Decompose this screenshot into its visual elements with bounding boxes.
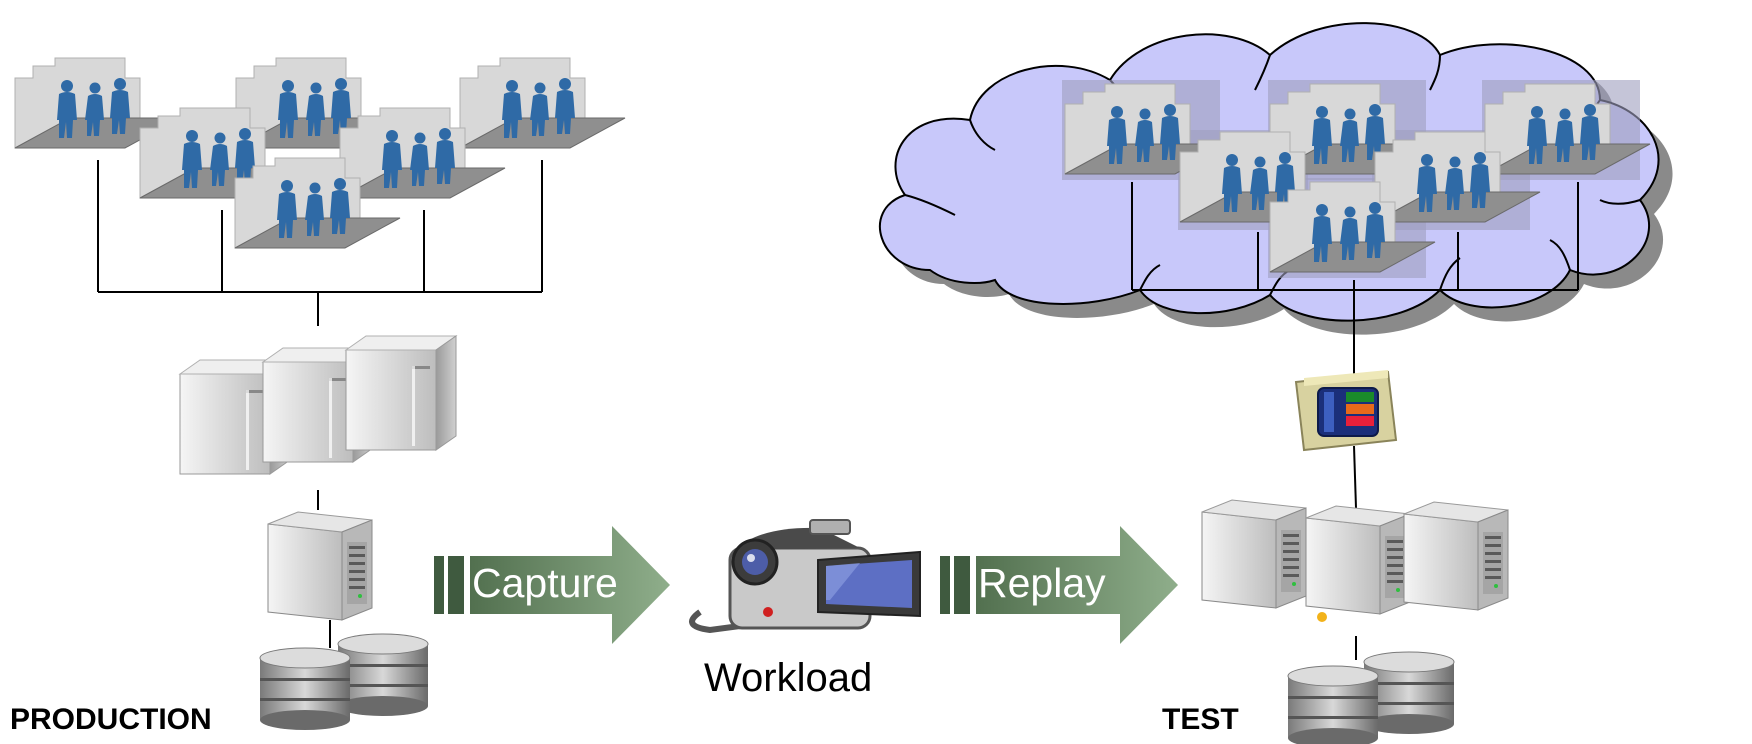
people-in-room-icon (459, 57, 626, 149)
database-cylinder-icon (1287, 665, 1379, 744)
test-databases (1287, 651, 1455, 744)
test-user-groups (1062, 80, 1651, 278)
status-dot (1317, 612, 1327, 622)
test-label: TEST (1162, 703, 1239, 736)
capture-arrow (434, 526, 670, 644)
database-cylinder-icon (259, 647, 351, 731)
replay-arrow (940, 526, 1178, 644)
blade-server-icon (1403, 501, 1509, 611)
production-db-server-icon (267, 511, 373, 621)
production-databases (259, 633, 429, 731)
production-app-servers (179, 335, 457, 475)
blade-server-icon (1305, 505, 1411, 615)
workload-label: Workload (704, 656, 873, 700)
blade-server-icon (1201, 499, 1307, 609)
database-cylinder-icon (337, 633, 429, 717)
capture-label: Capture (472, 560, 618, 606)
production-user-groups (14, 57, 626, 249)
test-db-servers (1201, 499, 1509, 615)
video-camera-icon (689, 519, 921, 634)
replay-label: Replay (978, 560, 1106, 606)
production-label: PRODUCTION (10, 703, 212, 736)
monitoring-console-icon (1294, 370, 1398, 452)
tower-server-icon (345, 335, 457, 451)
test-network-lines (1131, 182, 1579, 660)
production-network-lines (97, 160, 543, 648)
